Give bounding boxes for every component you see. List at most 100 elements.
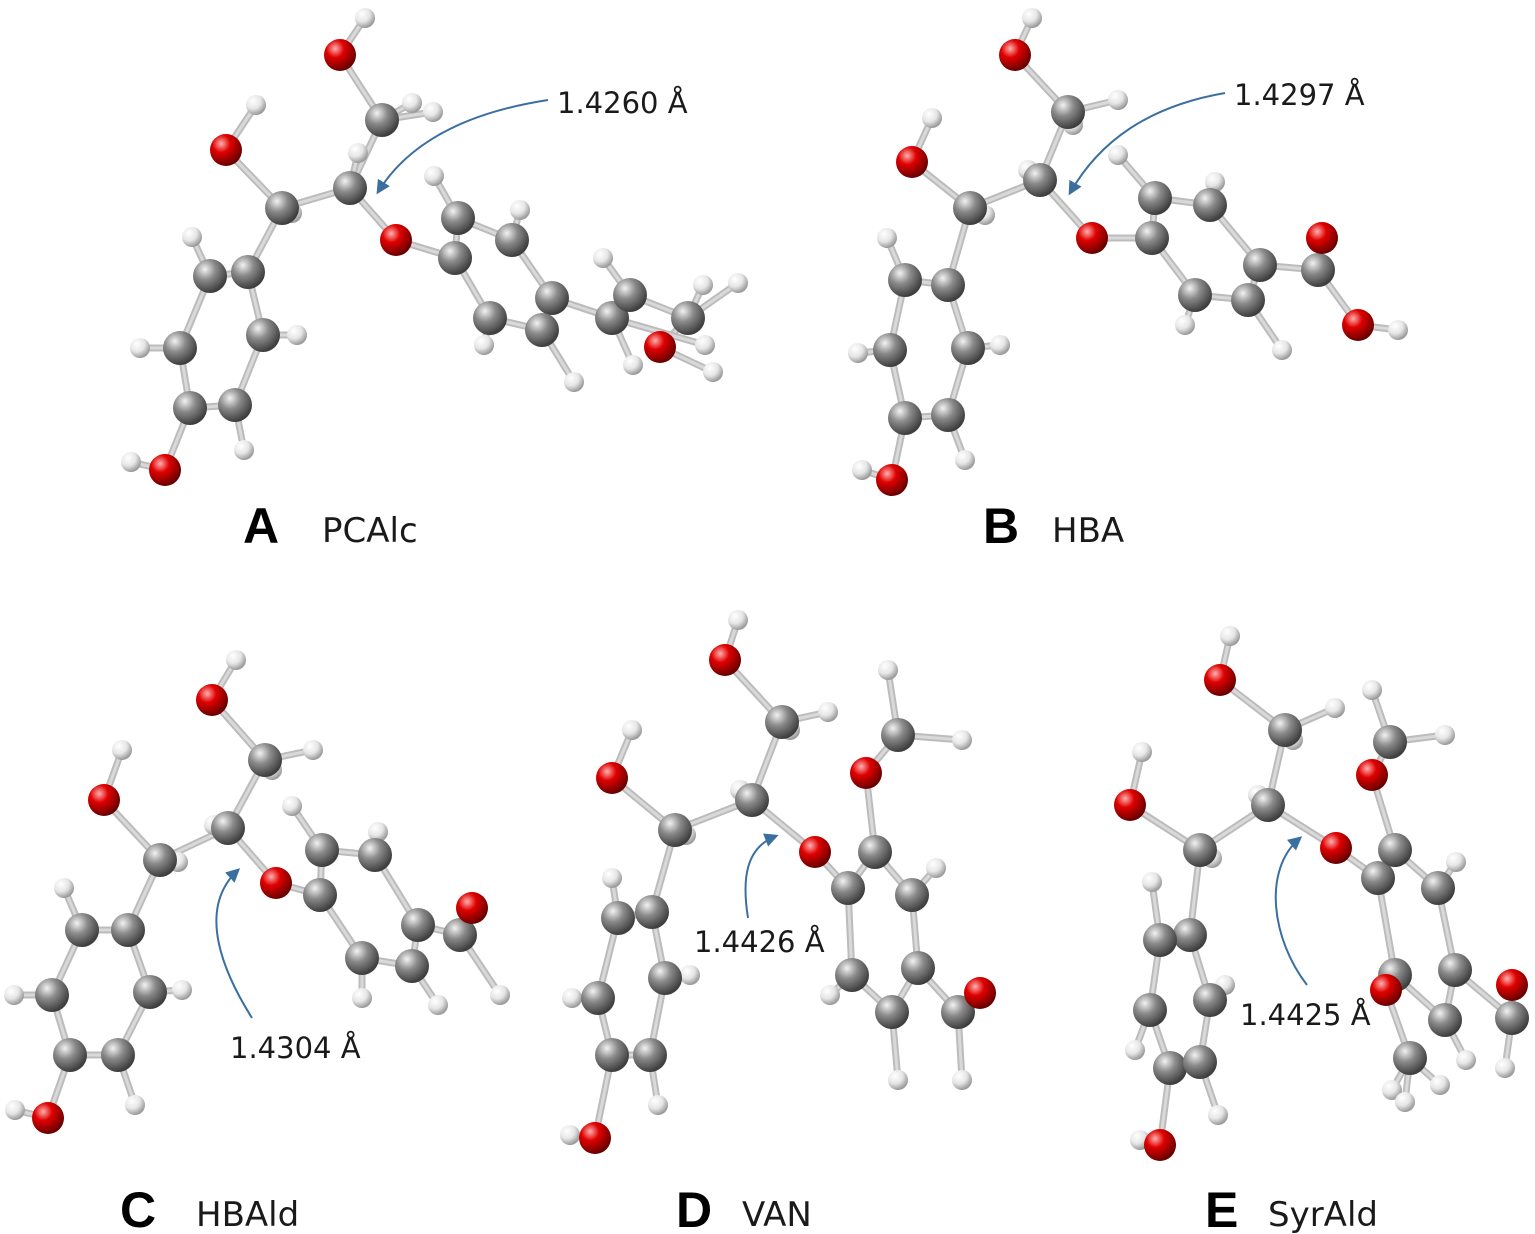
hydrogen-atom bbox=[348, 143, 368, 163]
hydrogen-atom bbox=[888, 1070, 908, 1090]
hydrogen-atom bbox=[402, 93, 422, 113]
hydrogen-atom bbox=[5, 1100, 25, 1120]
hydrogen-atom bbox=[352, 988, 372, 1008]
hydrogen-atom bbox=[952, 1070, 972, 1090]
hydrogen-atom bbox=[355, 8, 375, 28]
carbon-atom bbox=[1251, 788, 1285, 822]
molecule-c-atoms bbox=[4, 650, 510, 1134]
molecule-e-atoms bbox=[1114, 626, 1529, 1161]
hydrogen-atom bbox=[623, 355, 643, 375]
hydrogen-atom bbox=[1395, 1092, 1415, 1112]
oxygen-atom bbox=[456, 892, 488, 924]
hydrogen-atom bbox=[112, 740, 132, 760]
hydrogen-atom bbox=[693, 275, 713, 295]
panel-letter-c: C bbox=[120, 1182, 156, 1234]
oxygen-atom bbox=[896, 146, 928, 178]
panel-name-b: HBA bbox=[1052, 511, 1124, 551]
hydrogen-atom bbox=[1220, 626, 1240, 646]
carbon-atom bbox=[901, 951, 935, 985]
oxygen-atom bbox=[260, 867, 292, 899]
hydrogen-atom bbox=[172, 980, 192, 1000]
carbon-atom bbox=[941, 995, 975, 1029]
oxygen-atom bbox=[380, 224, 412, 256]
hydrogen-atom bbox=[130, 338, 150, 358]
oxygen-atom bbox=[1306, 222, 1338, 254]
carbon-atom bbox=[345, 941, 379, 975]
hydrogen-atom bbox=[1142, 872, 1162, 892]
carbon-atom bbox=[333, 171, 367, 205]
carbon-atom bbox=[365, 103, 399, 137]
carbon-atom bbox=[1231, 283, 1265, 317]
hydrogen-atom bbox=[428, 995, 448, 1015]
oxygen-atom bbox=[1356, 759, 1388, 791]
oxygen-atom bbox=[644, 331, 676, 363]
oxygen-atom bbox=[964, 977, 996, 1009]
hydrogen-atom bbox=[820, 985, 840, 1005]
oxygen-atom bbox=[1076, 222, 1108, 254]
carbon-atom bbox=[143, 843, 177, 877]
carbon-atom bbox=[765, 705, 799, 739]
carbon-atom bbox=[1138, 181, 1172, 215]
hydrogen-atom bbox=[560, 1125, 580, 1145]
bond-length-label-d: 1.4426 Å bbox=[694, 925, 825, 959]
carbon-atom bbox=[1393, 1041, 1427, 1075]
oxygen-atom bbox=[596, 762, 628, 794]
carbon-atom bbox=[831, 871, 865, 905]
hydrogen-atom bbox=[1435, 725, 1455, 745]
hydrogen-atom bbox=[1382, 1080, 1402, 1100]
hydrogen-atom bbox=[282, 796, 302, 816]
panel-letter-e: E bbox=[1205, 1182, 1238, 1234]
hydrogen-atom bbox=[728, 273, 748, 293]
carbon-atom bbox=[173, 391, 207, 425]
hydrogen-atom bbox=[1430, 1075, 1450, 1095]
carbon-atom bbox=[1023, 163, 1057, 197]
oxygen-atom bbox=[876, 464, 908, 496]
hydrogen-atom bbox=[1132, 742, 1152, 762]
carbon-atom bbox=[305, 833, 339, 867]
carbon-atom bbox=[1173, 918, 1207, 952]
bond-length-label-e: 1.4425 Å bbox=[1240, 998, 1371, 1032]
hydrogen-atom bbox=[926, 858, 946, 878]
carbon-atom bbox=[1183, 1045, 1217, 1079]
carbon-atom bbox=[613, 278, 647, 312]
hydrogen-atom bbox=[1272, 340, 1292, 360]
hydrogen-atom bbox=[54, 878, 74, 898]
hydrogen-atom bbox=[4, 985, 24, 1005]
hydrogen-atom bbox=[728, 610, 748, 630]
carbon-atom bbox=[633, 1038, 667, 1072]
molecule-d-bonds bbox=[566, 616, 984, 1142]
hydrogen-atom bbox=[234, 440, 254, 460]
oxygen-atom bbox=[210, 134, 242, 166]
carbon-atom bbox=[601, 901, 635, 935]
carbon-atom bbox=[895, 878, 929, 912]
molecule-a-atoms bbox=[121, 8, 748, 486]
hydrogen-atom bbox=[622, 720, 642, 740]
carbon-atom bbox=[65, 913, 99, 947]
panel-letter-d: D bbox=[676, 1182, 712, 1234]
carbon-atom bbox=[595, 301, 629, 335]
hydrogen-atom bbox=[848, 343, 868, 363]
carbon-atom bbox=[1193, 188, 1227, 222]
carbon-atom bbox=[395, 949, 429, 983]
carbon-atom bbox=[888, 401, 922, 435]
hydrogen-atom bbox=[593, 248, 613, 268]
bond-length-label-a: 1.4260 Å bbox=[557, 86, 688, 120]
panel-letter-a: A bbox=[243, 498, 279, 554]
carbon-atom bbox=[1428, 1003, 1462, 1037]
bond-arrow-e bbox=[1274, 836, 1308, 986]
hydrogen-atom bbox=[226, 650, 246, 670]
hydrogen-atom bbox=[818, 702, 838, 722]
hydrogen-atom bbox=[303, 740, 323, 760]
carbon-atom bbox=[246, 318, 280, 352]
carbon-atom bbox=[881, 718, 915, 752]
panel-name-a: PCAlc bbox=[322, 511, 418, 551]
carbon-atom bbox=[1361, 861, 1395, 895]
carbon-atom bbox=[1301, 253, 1335, 287]
hydrogen-atom bbox=[1208, 1105, 1228, 1125]
carbon-atom bbox=[303, 878, 337, 912]
hydrogen-atom bbox=[1022, 8, 1042, 28]
hydrogen-atom bbox=[955, 450, 975, 470]
hydrogen-atom bbox=[1325, 698, 1345, 718]
oxygen-atom bbox=[850, 757, 882, 789]
